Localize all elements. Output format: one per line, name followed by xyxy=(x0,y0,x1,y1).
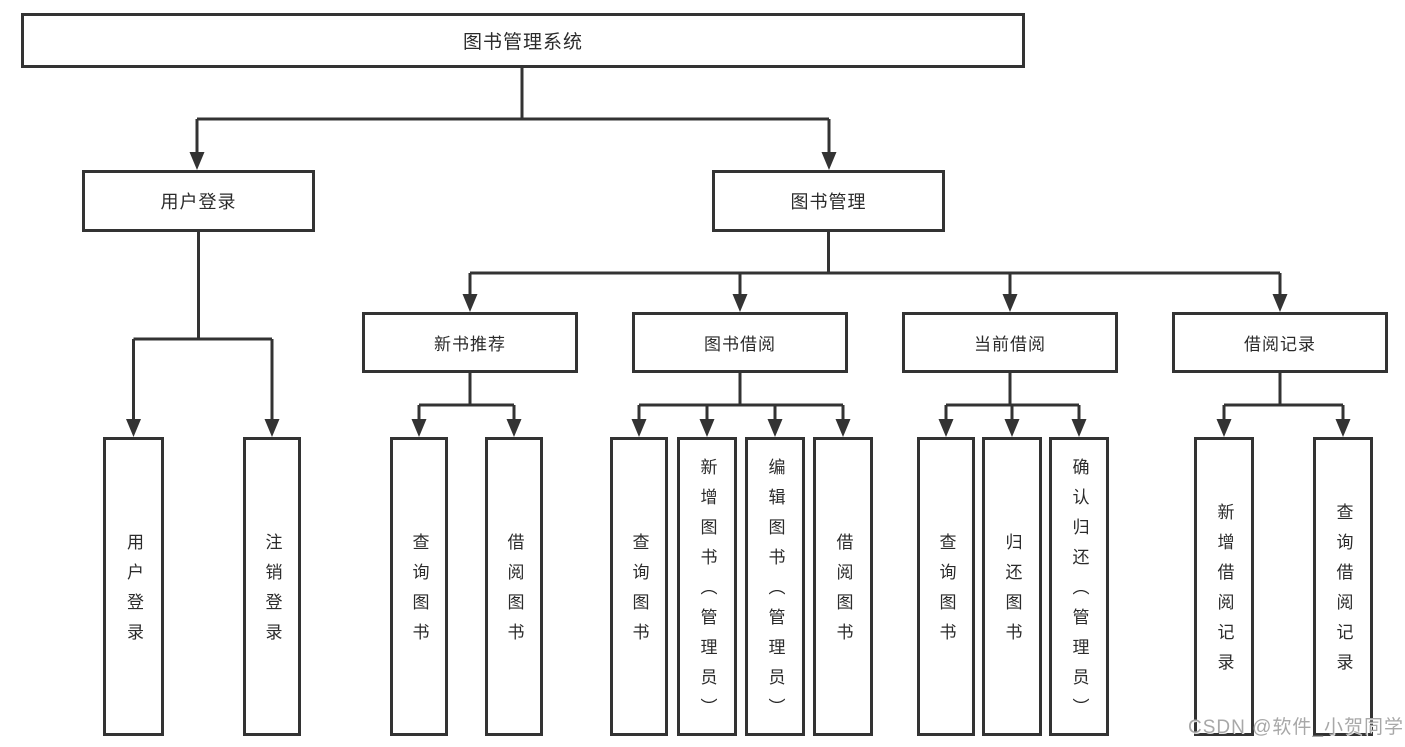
node-label: 查询借阅记录 xyxy=(1333,503,1353,683)
leaf-query-borrow-record: 查询借阅记录 xyxy=(1313,437,1373,736)
leaf-return-books: 归还图书 xyxy=(982,437,1042,736)
node-label: 图书管理系统 xyxy=(462,32,583,53)
node-label: 借阅图书 xyxy=(833,533,853,653)
node-library-management-system: 图书管理系统 xyxy=(21,13,1025,68)
node-label: 查询图书 xyxy=(936,533,956,653)
node-label: 归还图书 xyxy=(1002,533,1022,653)
node-label: 当前借阅 xyxy=(974,335,1046,354)
node-user-login: 用户登录 xyxy=(82,170,315,232)
node-current-borrowing: 当前借阅 xyxy=(902,312,1118,373)
leaf-query-books-recommend: 查询图书 xyxy=(390,437,448,736)
node-label: 新书推荐 xyxy=(434,335,506,354)
node-label: 查询图书 xyxy=(409,533,429,653)
node-new-book-recommend: 新书推荐 xyxy=(362,312,578,373)
node-label: 用户登录 xyxy=(124,533,143,653)
node-borrowing-records: 借阅记录 xyxy=(1172,312,1388,373)
leaf-query-books-borrowing: 查询图书 xyxy=(610,437,668,736)
leaf-logout: 注销登录 xyxy=(243,437,301,736)
leaf-borrow-books-recommend: 借阅图书 xyxy=(485,437,543,736)
arrowheads xyxy=(126,152,1351,437)
node-book-borrowing: 图书借阅 xyxy=(632,312,848,373)
node-label: 查询图书 xyxy=(629,533,649,653)
node-label: 新增借阅记录 xyxy=(1214,503,1234,683)
leaf-confirm-return-admin: 确认归还（管理员） xyxy=(1049,437,1109,736)
leaf-query-books-current: 查询图书 xyxy=(917,437,975,736)
node-label: 图书借阅 xyxy=(704,335,776,354)
leaf-add-books-admin: 新增图书（管理员） xyxy=(677,437,737,736)
node-label: 编辑图书（管理员） xyxy=(765,458,785,728)
node-label: 借阅图书 xyxy=(504,533,524,653)
node-label: 图书管理 xyxy=(790,192,867,212)
leaf-add-borrow-record: 新增借阅记录 xyxy=(1194,437,1254,736)
node-label: 借阅记录 xyxy=(1244,335,1316,354)
node-label: 注销登录 xyxy=(262,533,282,653)
leaf-user-login: 用户登录 xyxy=(103,437,164,736)
leaf-edit-books-admin: 编辑图书（管理员） xyxy=(745,437,805,736)
node-label: 用户登录 xyxy=(160,192,237,212)
node-book-management: 图书管理 xyxy=(712,170,945,232)
csdn-watermark: CSDN @软件_小贺同学 xyxy=(1188,717,1404,738)
node-label: 新增图书（管理员） xyxy=(697,458,717,728)
leaf-borrow-books: 借阅图书 xyxy=(813,437,873,736)
node-label: 确认归还（管理员） xyxy=(1069,458,1089,728)
